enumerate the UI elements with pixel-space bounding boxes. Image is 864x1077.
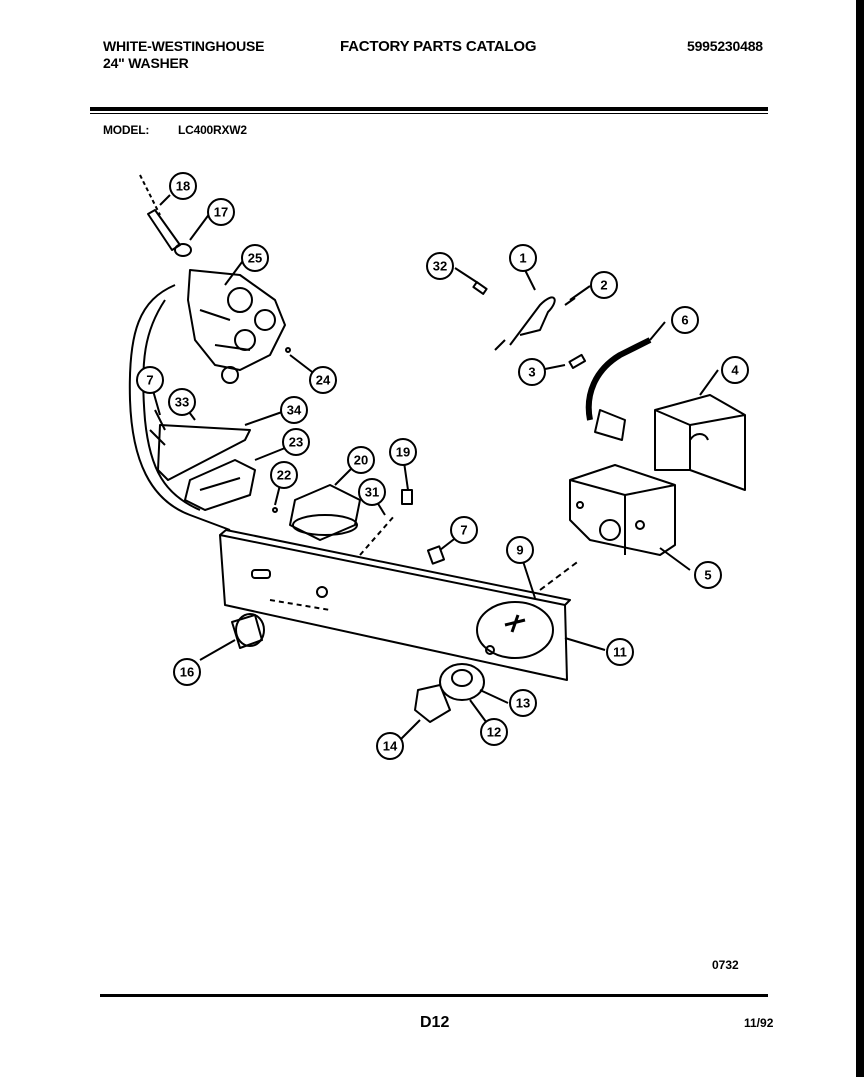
callout-3: 3 <box>518 358 546 386</box>
callout-text: 31 <box>365 485 379 500</box>
figure-code: 0732 <box>712 958 739 972</box>
callout-33: 33 <box>168 388 196 416</box>
model-value: LC400RXW2 <box>178 123 247 137</box>
callout-13: 13 <box>509 689 537 717</box>
callout-9: 9 <box>506 536 534 564</box>
control-panel <box>219 534 568 681</box>
callout-labels: 18 17 25 32 1 2 6 3 4 7 33 34 24 23 22 2… <box>136 172 749 760</box>
callout-11: 11 <box>606 638 634 666</box>
brand-name: WHITE-WESTINGHOUSE <box>103 38 265 54</box>
callout-text: 33 <box>175 395 189 410</box>
callout-text: 34 <box>287 403 302 418</box>
callout-text: 20 <box>354 453 368 468</box>
callout-text: 4 <box>731 363 739 378</box>
callout-7-right: 7 <box>450 516 478 544</box>
callout-34: 34 <box>280 396 308 424</box>
callout-text: 25 <box>248 251 262 266</box>
callout-text: 6 <box>681 313 688 328</box>
callout-16: 16 <box>173 658 201 686</box>
page-code: D12 <box>420 1014 450 1031</box>
callout-2: 2 <box>590 271 618 299</box>
callout-text: 16 <box>180 665 194 680</box>
callout-17: 17 <box>207 198 235 226</box>
revision-date: 11/92 <box>744 1016 774 1030</box>
timer-knob <box>414 684 451 723</box>
callout-text: 32 <box>433 259 447 274</box>
timer-harness <box>585 337 652 421</box>
part-number: 5995230488 <box>687 38 763 54</box>
callout-text: 11 <box>613 645 627 660</box>
callout-12: 12 <box>480 718 508 746</box>
water-valve <box>187 269 286 371</box>
callout-19: 19 <box>389 438 417 466</box>
wire-lead <box>509 296 556 346</box>
callout-31: 31 <box>358 478 386 506</box>
callout-text: 17 <box>214 205 228 220</box>
callout-text: 5 <box>704 568 711 583</box>
callout-6: 6 <box>671 306 699 334</box>
callout-32: 32 <box>426 252 454 280</box>
callout-18: 18 <box>169 172 197 200</box>
callout-1: 1 <box>509 244 537 272</box>
callout-text: 9 <box>516 543 523 558</box>
callout-text: 14 <box>383 739 398 754</box>
callout-text: 23 <box>289 435 303 450</box>
pressure-switch <box>289 484 361 541</box>
callout-5: 5 <box>694 561 722 589</box>
callout-text: 7 <box>146 373 153 388</box>
timer-dial-recess <box>476 601 554 659</box>
callout-25: 25 <box>241 244 269 272</box>
callout-24: 24 <box>309 366 337 394</box>
timer-skirt <box>439 663 485 701</box>
callout-text: 3 <box>528 365 535 380</box>
callout-text: 13 <box>516 696 530 711</box>
callout-text: 22 <box>277 468 291 483</box>
callout-14: 14 <box>376 732 404 760</box>
brand-block: WHITE-WESTINGHOUSE 24" WASHER <box>103 38 264 72</box>
callout-22: 22 <box>270 461 298 489</box>
product-name: 24" WASHER <box>103 55 189 71</box>
callout-4: 4 <box>721 356 749 384</box>
callout-text: 18 <box>176 179 190 194</box>
model-label: MODEL: <box>103 123 150 137</box>
catalog-title: FACTORY PARTS CATALOG <box>340 38 537 55</box>
header-rule <box>90 107 768 111</box>
callout-23: 23 <box>282 428 310 456</box>
callout-text: 2 <box>600 278 607 293</box>
callout-7-left: 7 <box>136 366 164 394</box>
footer-rule <box>100 994 768 997</box>
callout-text: 12 <box>487 725 501 740</box>
callout-20: 20 <box>347 446 375 474</box>
callout-text: 7 <box>460 523 467 538</box>
timer <box>569 464 676 556</box>
callout-text: 24 <box>316 373 331 388</box>
callout-text: 19 <box>396 445 410 460</box>
mounting-bracket <box>157 424 251 481</box>
wire-harness <box>128 284 231 531</box>
exploded-parts-diagram: 18 17 25 32 1 2 6 3 4 7 33 34 24 23 22 2… <box>128 172 749 760</box>
callout-text: 1 <box>519 251 526 266</box>
timer-cover <box>654 394 746 491</box>
fill-hose <box>139 174 161 216</box>
header-rule-thin <box>90 113 768 114</box>
